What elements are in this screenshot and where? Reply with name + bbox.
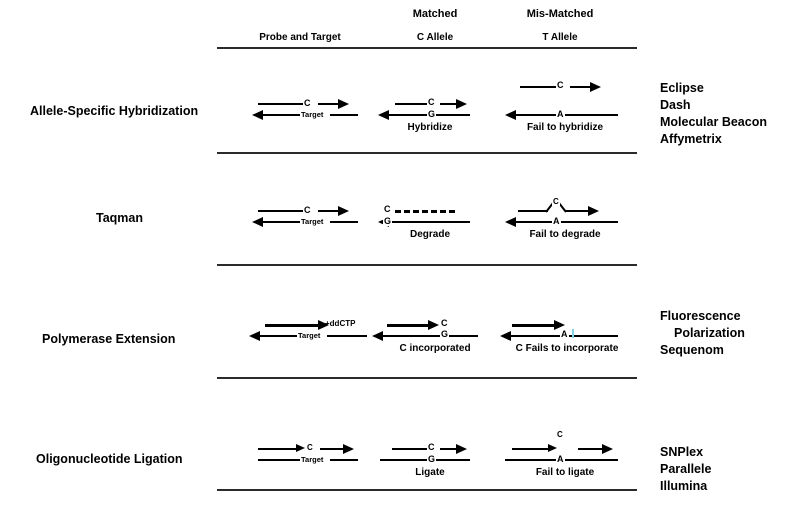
header-divider: [217, 47, 637, 49]
blocked-extension-marker: [572, 329, 574, 338]
base-matched-bottom: G: [440, 329, 450, 339]
tech-list-polymerase: Fluorescence Polarization Sequenom: [660, 308, 745, 359]
tech-illumina: Illumina: [660, 479, 708, 493]
row-label-taqman: Taqman: [96, 211, 143, 225]
base-matched-bottom: G: [383, 216, 393, 226]
tech-sequenom: Sequenom: [660, 343, 724, 357]
label-target: Target: [300, 217, 325, 226]
caption-fail-to-degrade: Fail to degrade: [529, 229, 601, 240]
caption-fail-to-hybridize: Fail to hybridize: [526, 122, 604, 133]
base-mismatched-bottom: A: [552, 216, 561, 226]
header-probe-and-target: Probe and Target: [259, 32, 341, 43]
base-mismatched-top: C: [556, 80, 565, 90]
caption-ligate: Ligate: [415, 467, 445, 478]
row-divider-1: [217, 152, 637, 154]
base-probe-c: C: [303, 205, 312, 215]
tech-fluorescence: Fluorescence: [660, 309, 741, 323]
caption-hybridize: Hybridize: [407, 122, 453, 133]
row-label-hybridization: Allele-Specific Hybridization: [30, 104, 199, 118]
base-matched-bottom: G: [427, 109, 437, 119]
base-matched-bottom: G: [427, 454, 437, 464]
caption-c-incorporated: C incorporated: [399, 343, 471, 354]
header-mismatched: Mis-Matched: [526, 8, 594, 20]
row-label-polymerase-extension: Polymerase Extension: [42, 332, 176, 346]
label-target: Target: [300, 455, 325, 464]
row-divider-2: [217, 264, 637, 266]
tech-affymetrix: Affymetrix: [660, 132, 722, 146]
base-mismatched-bottom: A: [556, 109, 565, 119]
tech-eclipse: Eclipse: [660, 81, 704, 95]
tech-snplex: SNPlex: [660, 445, 704, 459]
label-target: Target: [297, 331, 322, 340]
header-matched: Matched: [412, 8, 458, 20]
tech-list-ligation: SNPlex Parallele Illumina: [660, 444, 711, 495]
tech-dash: Dash: [660, 98, 691, 112]
base-probe-c: C: [306, 443, 314, 452]
base-mismatched-bottom: A: [556, 454, 565, 464]
tech-parallele: Parallele: [660, 462, 712, 476]
header-t-allele: T Allele: [542, 32, 578, 43]
base-probe-c: C: [303, 98, 312, 108]
label-ddctp: +ddCTP: [325, 319, 356, 328]
base-matched-top: C: [440, 318, 449, 328]
row-divider-3: [217, 377, 637, 379]
base-matched-top: C: [427, 97, 436, 107]
tech-molecular-beacon: Molecular Beacon: [660, 115, 767, 129]
degraded-probe-dashes: [395, 210, 455, 213]
tech-list-hybridization: Eclipse Dash Molecular Beacon Affymetrix: [660, 80, 767, 148]
caption-fail-to-ligate: Fail to ligate: [535, 467, 595, 478]
row-label-oligonucleotide-ligation: Oligonucleotide Ligation: [36, 452, 183, 466]
base-mismatched-top: C: [552, 197, 560, 206]
base-mismatched-top: C: [556, 430, 564, 439]
caption-c-fails-to-incorporate: C Fails to incorporate: [515, 343, 619, 354]
base-mismatched-bottom: A: [560, 329, 569, 339]
caption-degrade: Degrade: [409, 229, 450, 240]
base-matched-top: C: [383, 204, 392, 214]
label-target: Target: [300, 110, 325, 119]
row-divider-4: [217, 489, 637, 491]
header-c-allele: C Allele: [416, 32, 454, 43]
tech-polarization: Polarization: [674, 326, 745, 340]
base-matched-top: C: [427, 442, 436, 452]
